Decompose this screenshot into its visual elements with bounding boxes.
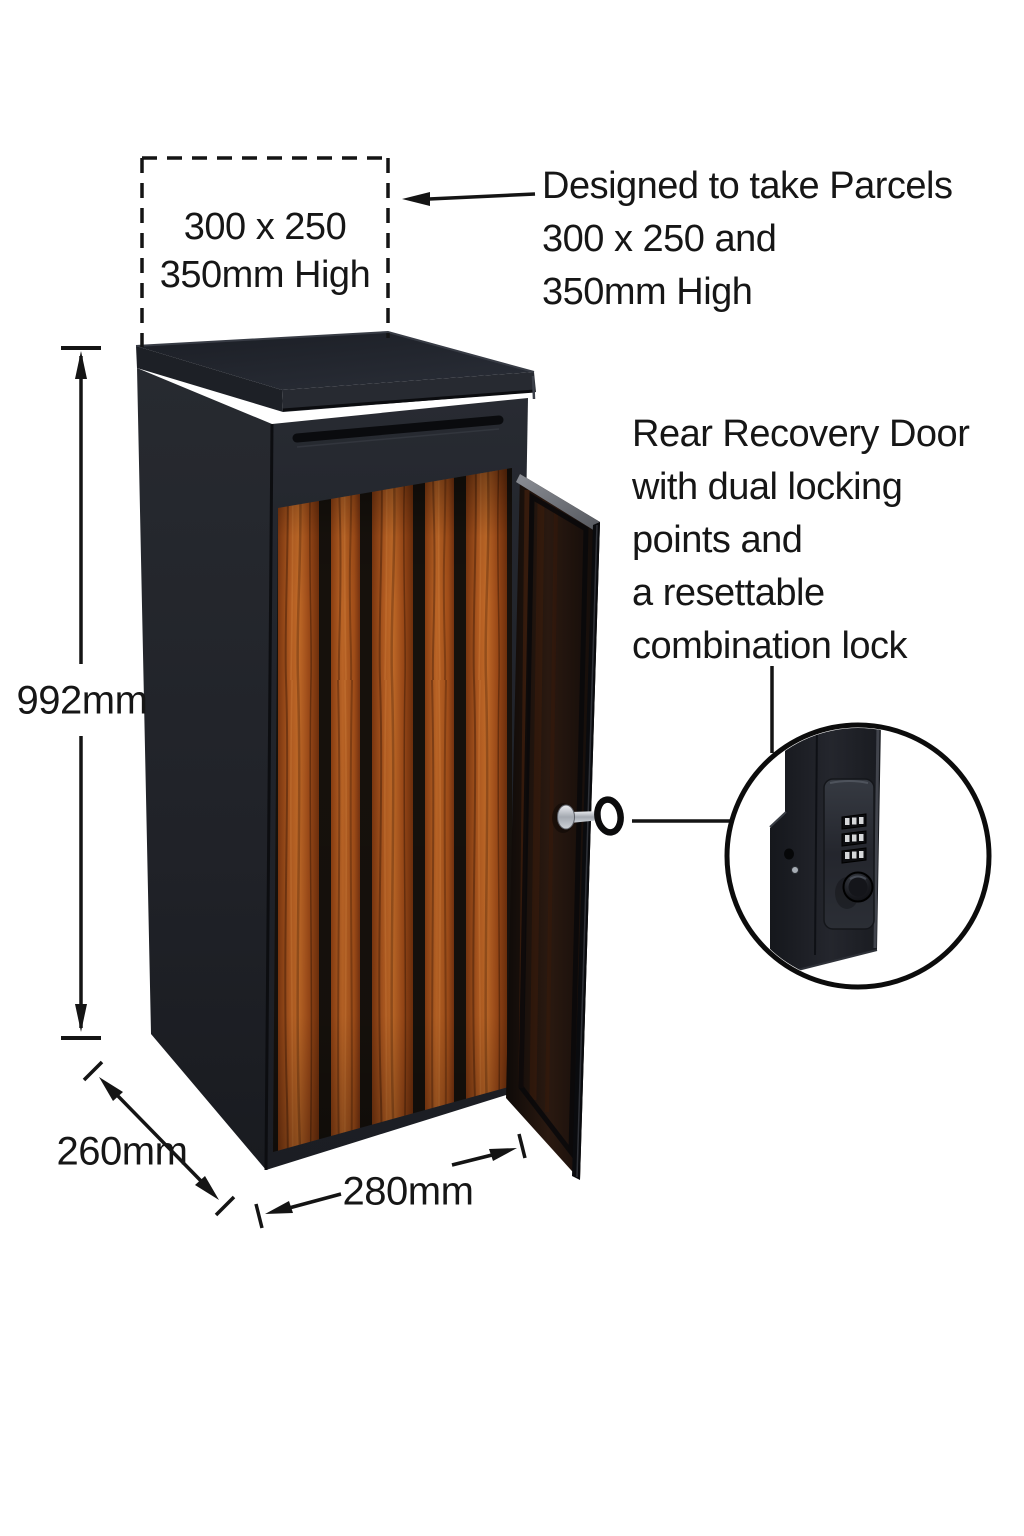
lock-knob	[835, 871, 874, 909]
box-side-panel	[137, 368, 272, 1170]
door-wood-stripe	[529, 499, 545, 1101]
combination-lock-inset	[724, 722, 992, 990]
parcel-capacity-line2: 350mm High	[159, 254, 371, 296]
door-top-edge-highlight	[516, 474, 600, 531]
inset-circle-border	[724, 722, 992, 990]
rear-door-note-line3: points and	[632, 519, 803, 561]
door-edge-highlight	[576, 524, 598, 1178]
combination-dial-window	[841, 847, 867, 864]
inset-frame-seam	[769, 811, 787, 828]
box-lid-top	[136, 332, 534, 390]
parcel-capacity-line1: 300 x 250	[183, 206, 347, 248]
parcel-capacity-label: 300 x 250 350mm High	[142, 157, 388, 345]
lid-corner-highlight	[531, 375, 536, 400]
combination-dial-window	[841, 830, 867, 847]
lid-left-band	[136, 346, 283, 412]
lid-edge-highlight	[135, 330, 535, 373]
parcel-slot	[292, 415, 504, 448]
combination-dial-window	[841, 813, 867, 830]
width-dimension-label: 280mm	[342, 1169, 474, 1214]
door-wood-stripe	[545, 507, 558, 1113]
rear-door-note-line2: with dual locking	[632, 466, 903, 508]
dashed-parcel-outline	[140, 156, 390, 347]
door-right-edge	[572, 522, 600, 1180]
capacity-note-line2: 300 x 250 and	[542, 218, 777, 260]
capacity-callout-arrow	[402, 192, 536, 206]
capacity-note-line3: 350mm High	[542, 271, 753, 313]
inset-screw-hole	[784, 848, 794, 860]
rear-door-note-line4: a resettable	[632, 572, 825, 614]
rear-door-note-line5: combination lock	[632, 625, 908, 667]
inset-hinge-pin	[791, 866, 799, 874]
parcel-box	[135, 330, 624, 1180]
front-left-edge	[264, 423, 274, 1171]
key-icon	[552, 796, 624, 836]
dimension-arrow-depth	[82, 1060, 236, 1217]
rear-door-note-line1: Rear Recovery Door	[632, 413, 970, 455]
depth-dimension-label: 260mm	[56, 1129, 188, 1174]
open-door	[506, 474, 600, 1180]
dimension-arrow-height	[61, 346, 101, 1040]
door-panel-recess	[518, 492, 589, 1160]
capacity-note: Designed to take Parcels 300 x 250 and 3…	[542, 160, 953, 319]
dimension-arrow-width	[254, 1133, 527, 1229]
height-dimension-label: 992mm	[16, 678, 148, 723]
wood-slat-door	[273, 468, 512, 1152]
rear-door-note: Rear Recovery Door with dual locking poi…	[632, 408, 970, 673]
inset-frame-seam	[814, 728, 818, 956]
lid-front-band	[282, 372, 536, 412]
capacity-note-line1: Designed to take Parcels	[542, 165, 953, 207]
lid-seam	[282, 389, 536, 412]
inset-frame-edge-highlight	[873, 728, 880, 949]
combination-lock	[823, 778, 875, 930]
